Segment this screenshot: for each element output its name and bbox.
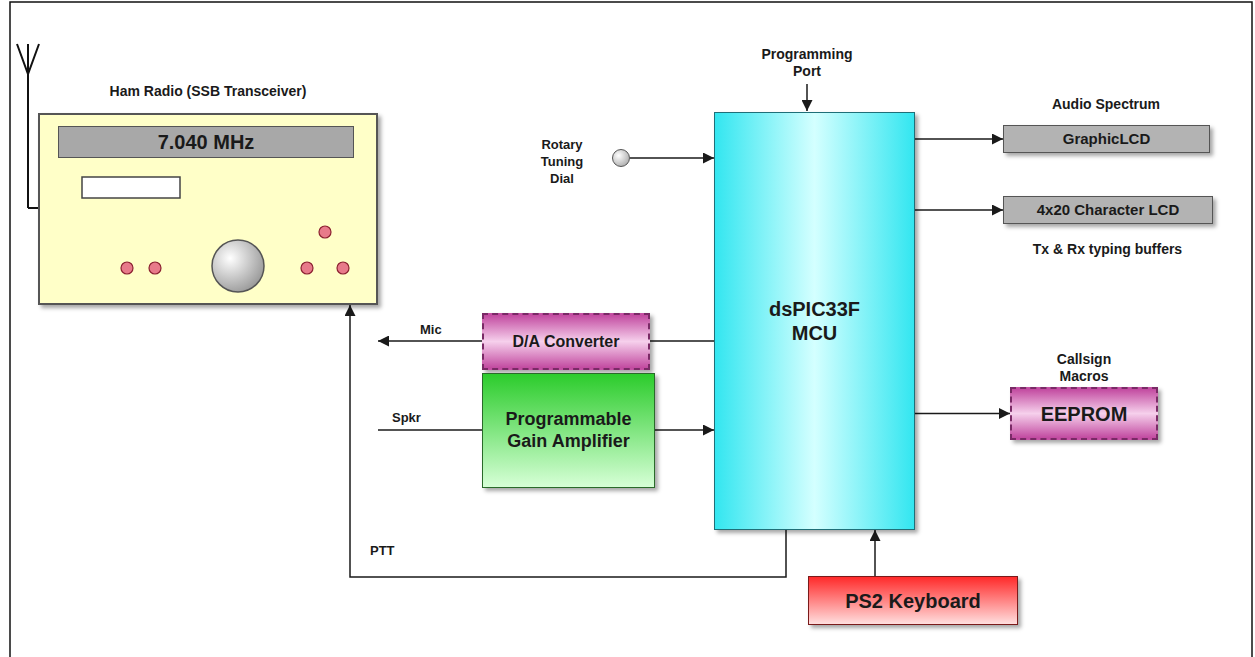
radio-panel-window: [82, 177, 180, 198]
signal-connector: [630, 157, 714, 159]
radio-button: [121, 262, 133, 274]
signal-label: Spkr: [390, 410, 423, 426]
frequency-readout: 7.040 MHz: [158, 130, 255, 154]
tuning-dial: Rotary Tuning Dial: [612, 149, 630, 167]
mcu-box: dsPIC33F MCU: [714, 112, 915, 530]
signal-connector: [378, 429, 482, 431]
signal-connector: [378, 340, 482, 342]
programming-port-arrow: [806, 84, 808, 111]
signal-connector: [915, 209, 1003, 211]
signal-connector: [650, 340, 714, 342]
signal-connector: [915, 138, 1003, 140]
box-title: EEPROM: [1041, 402, 1128, 426]
page-frame: [10, 2, 1252, 657]
signal-connector: [874, 530, 876, 576]
lcd-module: 4x20 Character LCDTx & Rx typing buffers: [1003, 196, 1213, 224]
frequency-display: 7.040 MHz: [58, 126, 354, 158]
radio-button: [337, 262, 349, 274]
ham-radio-transceiver: Ham Radio (SSB Transceiver)7.040 MHz: [38, 113, 378, 305]
box-title: Programmable Gain Amplifier: [494, 409, 644, 452]
dac-box: D/A Converter: [482, 313, 650, 370]
tuning-knob: [212, 240, 264, 292]
amplifier-box: Programmable Gain Amplifier: [482, 373, 655, 488]
eeprom-heading: Callsign Macros: [1044, 351, 1124, 385]
radio-heading: Ham Radio (SSB Transceiver): [40, 83, 376, 100]
lcd-caption: Tx & Rx typing buffers: [994, 241, 1221, 258]
lcd-module: Audio SpectrumGraphicLCD: [1003, 125, 1210, 153]
port-label: Programming Port: [757, 46, 857, 80]
antenna-mast: [27, 44, 29, 208]
box-title: PS2 Keyboard: [845, 589, 981, 613]
signal-connector: [655, 429, 714, 431]
radio-button: [319, 226, 331, 238]
box-title: D/A Converter: [513, 332, 620, 351]
box-title: GraphicLCD: [1063, 130, 1151, 148]
lcd-heading: Audio Spectrum: [1004, 96, 1208, 113]
eeprom-box: Callsign MacrosEEPROM: [1010, 387, 1158, 440]
radio-button: [149, 262, 161, 274]
signal-label: PTT: [368, 543, 397, 559]
dial-label: Rotary Tuning Dial: [531, 137, 593, 188]
keyboard-box: PS2 Keyboard: [808, 576, 1018, 625]
radio-button: [301, 262, 313, 274]
box-title: 4x20 Character LCD: [1037, 201, 1180, 219]
signal-connector: [915, 413, 1010, 415]
box-title: dsPIC33F MCU: [755, 297, 875, 345]
signal-label: Mic: [418, 322, 444, 338]
